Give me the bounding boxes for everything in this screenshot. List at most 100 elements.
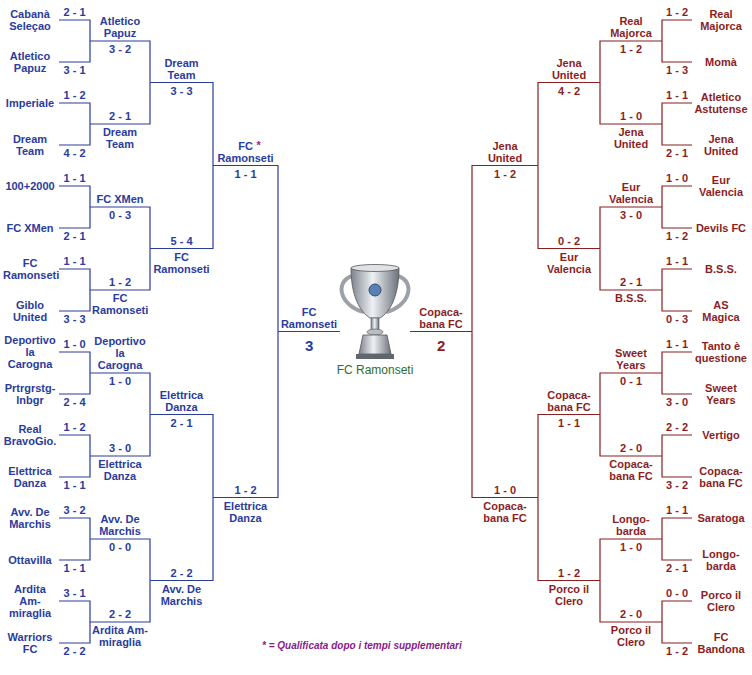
team-label: Dream Team [92, 126, 148, 150]
team-label: Atletico Papuz [3, 50, 57, 74]
team-name: Longo-barda [600, 511, 662, 539]
bracket-line [59, 539, 90, 560]
team-name: Longo-barda [692, 546, 750, 574]
match-score: 1 - 2 [494, 168, 516, 180]
bracket-line [600, 415, 662, 457]
bracket-line [59, 352, 90, 373]
team-label: Copaca-bana FC [474, 500, 536, 524]
match-score: 1 - 1 [558, 417, 580, 429]
team-name: FC Ramonseti [213, 138, 278, 166]
team-name: Porco il Clero [600, 622, 662, 650]
team-name: Elettrica Danza [1, 463, 59, 491]
bracket-line [59, 456, 90, 477]
team-label: Jena United [474, 140, 536, 164]
team-label: Eur Valencia [602, 181, 660, 205]
bracket-line [150, 83, 213, 166]
final-line [278, 331, 340, 332]
team-label: FC Ramonseti [215, 140, 276, 164]
bracket-line [90, 207, 150, 249]
team-label: Ardita Am-miraglia [92, 624, 148, 648]
match-score: 3 - 2 [64, 504, 86, 516]
team-label: Dream Team [152, 57, 211, 81]
team-name: Jena United [692, 131, 750, 159]
team-name: Prtrgrstg-lnbgr [1, 380, 59, 408]
team-name: Real BravoGio. [1, 421, 59, 449]
footnote: * = Qualificata dopo i tempi supplementa… [262, 640, 462, 651]
team-name: Tanto è questione [692, 338, 750, 366]
team-name: 100+2000 [1, 178, 59, 194]
team-label: Longo-barda [602, 513, 660, 537]
team-label: Giblo United [3, 299, 57, 323]
bracket-line [662, 373, 692, 394]
bracket-line [150, 166, 213, 249]
team-label: Elettrica Danza [152, 389, 211, 413]
team-label: Jena United [540, 57, 598, 81]
team-name: Deportivo la Carogna [90, 333, 150, 373]
team-label: Saratoga [694, 512, 748, 524]
team-name: Vertigo [692, 427, 750, 443]
bracket-line [662, 435, 692, 456]
team-name: Ottavilla [1, 552, 59, 568]
team-name: Copaca-bana FC [692, 463, 750, 491]
bracket-line [662, 20, 692, 41]
match-score: 1 - 2 [109, 276, 131, 288]
bracket-line [59, 518, 90, 539]
bracket-line [213, 166, 278, 332]
team-label: Elettrica Danza [92, 458, 148, 482]
match-score: 1 - 1 [64, 255, 86, 267]
match-score: 2 - 2 [171, 567, 193, 579]
bracket-line [600, 373, 662, 415]
match-score: 1 - 1 [666, 338, 688, 350]
match-score: 2 - 0 [620, 608, 642, 620]
team-name: FC Ramonseti [1, 255, 59, 283]
team-label: Jena United [694, 133, 748, 157]
match-score: 0 - 0 [666, 587, 688, 599]
match-score: 0 - 3 [666, 313, 688, 325]
team-name: AS Magica [692, 297, 750, 325]
team-label: Avv. De Marchis [92, 513, 148, 537]
bracket-line [600, 41, 662, 83]
team-label: B.S.S. [602, 292, 660, 304]
team-label: Ottavilla [3, 554, 57, 566]
match-score: 2 - 1 [620, 276, 642, 288]
team-name: Dream Team [1, 131, 59, 159]
bracket-line [59, 435, 90, 456]
bracket-line [600, 539, 662, 581]
bracket-line [662, 518, 692, 539]
team-name: Atletico Astutense [692, 89, 750, 117]
team-label: AS Magica [694, 299, 748, 323]
team-label: Porco il Clero [602, 624, 660, 648]
match-score: 1 - 0 [64, 338, 86, 350]
bracket-line [90, 83, 150, 125]
bracket-line [600, 207, 662, 249]
team-label: Momà [694, 56, 748, 68]
match-score: 2 - 1 [64, 230, 86, 242]
bracket-line [59, 41, 90, 62]
bracket-line [662, 352, 692, 373]
match-score: 2 - 1 [64, 6, 86, 18]
team-label: Deportivo la Carogna [92, 335, 148, 371]
team-label: FC Bandona [694, 631, 748, 655]
team-label: Cabanà Seleçao [3, 8, 57, 32]
team-name: Jena United [538, 55, 600, 83]
bracket-line [59, 373, 90, 394]
team-label: Real Majorca [602, 15, 660, 39]
team-name: FC Ramonseti [278, 304, 340, 332]
team-name: FC Ramonseti [150, 249, 213, 277]
team-name: Elettrica Danza [90, 456, 150, 484]
team-label: Tanto è questione [694, 340, 748, 364]
team-name: Eur Valencia [692, 172, 750, 200]
match-score: 3 - 2 [666, 479, 688, 491]
team-label: Devils FC [694, 222, 748, 234]
final-score: 3 [305, 337, 313, 354]
team-name: Sweet Years [600, 345, 662, 373]
trophy-rim [351, 265, 399, 272]
bracket-line [662, 124, 692, 145]
team-label: Eur Valencia [540, 251, 598, 275]
final-score: 2 [437, 337, 445, 354]
team-label: Elettrica Danza [215, 500, 276, 524]
bracket-line [59, 622, 90, 643]
match-score: 1 - 3 [666, 64, 688, 76]
team-name: Avv. De Marchis [1, 504, 59, 532]
bracket-line [90, 415, 150, 457]
